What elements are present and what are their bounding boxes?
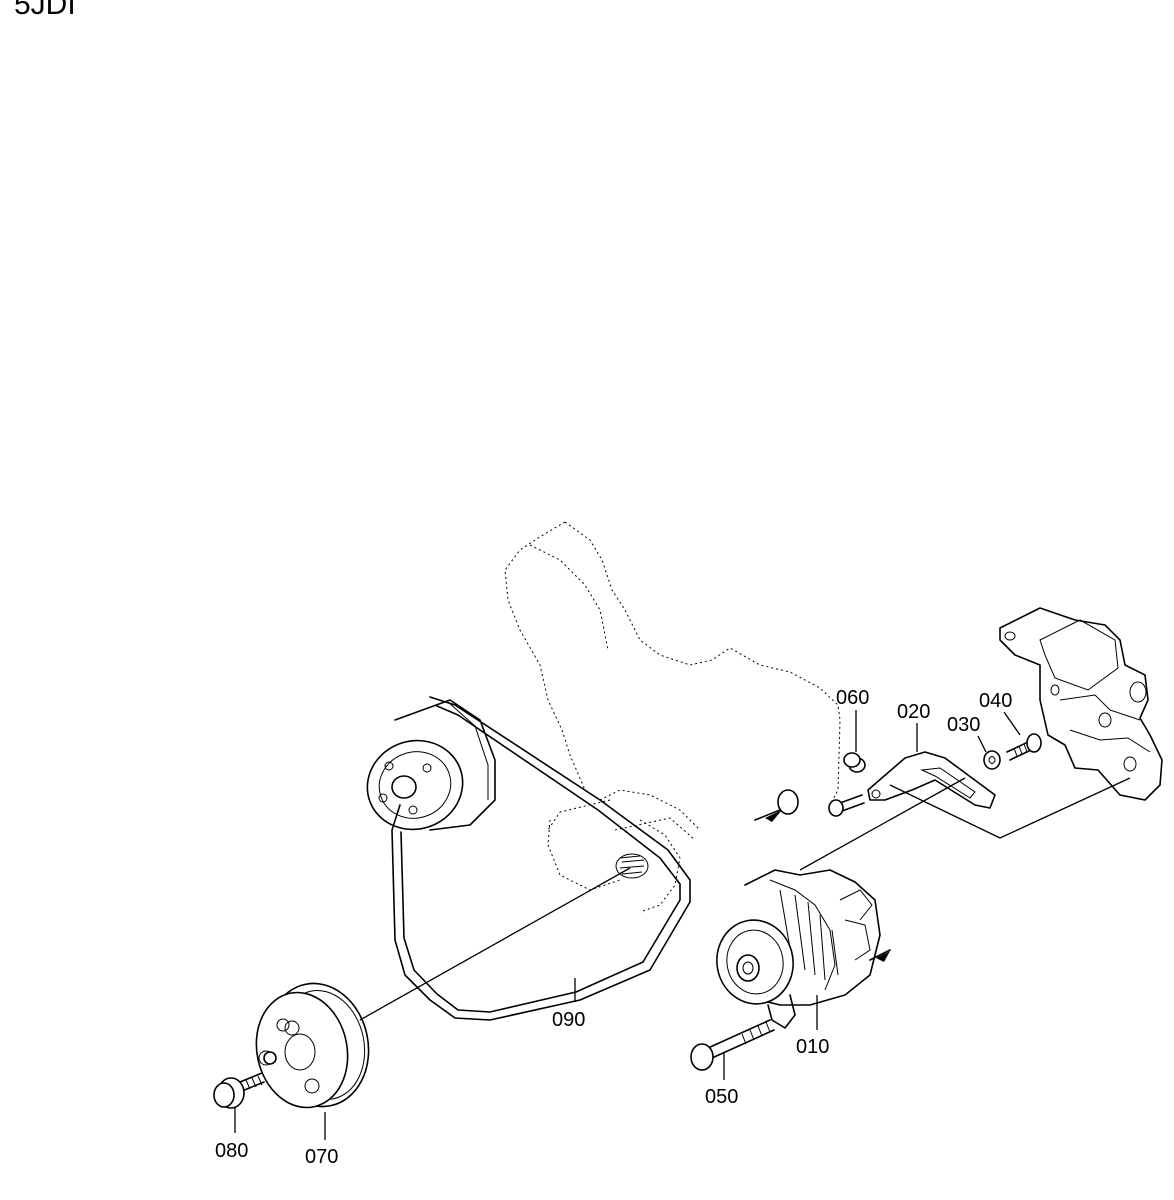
callout-080: 080: [215, 1140, 248, 1162]
callout-010: 010: [796, 1036, 829, 1058]
engine-stud-arrow: [754, 789, 799, 822]
spacer-060: [843, 752, 866, 773]
crank-bolt: [213, 1072, 265, 1109]
page-title: 5JDI: [14, 0, 76, 21]
callout-060: 060: [836, 687, 869, 709]
through-bolt: [690, 1019, 775, 1071]
callout-090: 090: [552, 1009, 585, 1031]
mount-bracket: [999, 607, 1163, 801]
v-belt: [391, 696, 691, 1021]
alternator: [716, 869, 891, 1029]
alignment-lines: [359, 777, 1131, 1021]
leader-lines: [234, 710, 1021, 1140]
crank-spline: [614, 817, 696, 879]
adjust-bracket: [867, 751, 996, 809]
callout-050: 050: [705, 1086, 738, 1108]
callout-020: 020: [897, 701, 930, 723]
engine-block-outline: [504, 521, 841, 913]
callout-040: 040: [979, 690, 1012, 712]
bolt-040: [1006, 733, 1042, 761]
upper-pulley: [366, 699, 496, 831]
washer-030: [983, 750, 1001, 770]
callout-030: 030: [947, 714, 980, 736]
callout-070: 070: [305, 1146, 338, 1168]
bracket-bolt-small: [828, 794, 865, 817]
crank-pulley: [255, 982, 370, 1109]
